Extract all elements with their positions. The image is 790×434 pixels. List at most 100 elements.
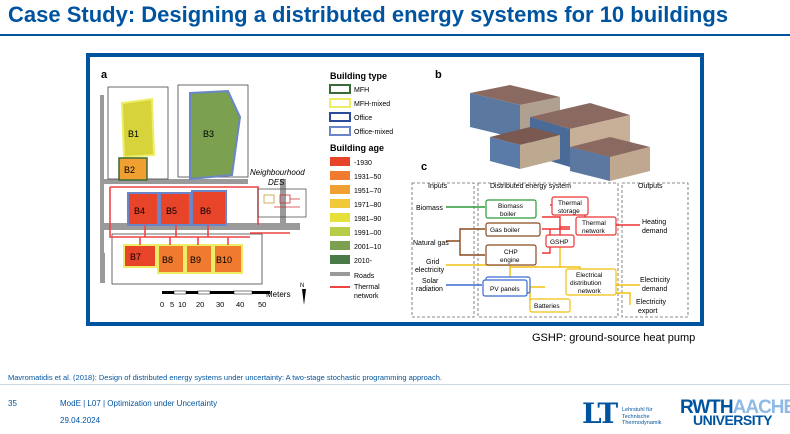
- svg-text:B10: B10: [216, 255, 232, 265]
- svg-text:B6: B6: [200, 206, 211, 216]
- svg-text:30: 30: [216, 300, 224, 309]
- flow-outputs-header: Outputs: [638, 183, 663, 190]
- building-b8[interactable]: B8: [157, 244, 185, 274]
- building-b4[interactable]: B4: [127, 192, 159, 226]
- svg-text:20: 20: [196, 300, 204, 309]
- legend-ages: -1930 1931–50 1951–70 1971–80 1981–90 19…: [330, 157, 381, 300]
- figure-caption: GSHP: ground-source heat pump: [532, 332, 696, 344]
- svg-text:10: 10: [178, 300, 186, 309]
- building-b10[interactable]: B10: [213, 244, 243, 274]
- flow-inputs: Biomass Natural gas Grid electricity Sol…: [413, 205, 449, 293]
- svg-text:Biomass: Biomass: [498, 203, 524, 210]
- building-b5[interactable]: B5: [159, 192, 191, 226]
- svg-text:B5: B5: [166, 206, 177, 216]
- svg-text:1991–00: 1991–00: [354, 230, 381, 237]
- building-3d-render: [470, 85, 650, 181]
- svg-text:40: 40: [236, 300, 244, 309]
- svg-text:1931–50: 1931–50: [354, 174, 381, 181]
- flow-system-header: Distributed energy system: [490, 183, 571, 190]
- svg-text:B7: B7: [130, 252, 141, 262]
- svg-text:GSHP: GSHP: [550, 239, 568, 246]
- svg-text:B1: B1: [128, 129, 139, 139]
- svg-text:B4: B4: [134, 206, 145, 216]
- svg-text:Electrical: Electrical: [576, 272, 603, 279]
- svg-text:2001–10: 2001–10: [354, 244, 381, 251]
- svg-text:Solar: Solar: [422, 278, 439, 285]
- svg-text:1971–80: 1971–80: [354, 202, 381, 209]
- svg-text:network: network: [578, 288, 602, 295]
- figure-svg: a B1 B2 B3 B4: [100, 69, 689, 318]
- box-pv-panels[interactable]: PV panels: [482, 276, 531, 297]
- legend-type-title: Building type: [330, 71, 387, 81]
- svg-text:Biomass: Biomass: [416, 205, 443, 212]
- des-diagram: [257, 188, 307, 218]
- svg-text:Gas boiler: Gas boiler: [490, 227, 520, 234]
- slide-title: Case Study: Designing a distributed ener…: [8, 2, 729, 27]
- svg-text:storage: storage: [558, 208, 580, 215]
- figure-frame: a B1 B2 B3 B4: [86, 53, 704, 326]
- svg-text:export: export: [638, 308, 658, 315]
- svg-text:MFH-mixed: MFH-mixed: [354, 101, 390, 108]
- building-b3[interactable]: B3: [189, 89, 242, 181]
- box-batteries[interactable]: Batteries: [529, 298, 571, 313]
- svg-text:0: 0: [160, 300, 164, 309]
- scale-bar: [162, 290, 270, 295]
- building-b6[interactable]: B6: [191, 190, 227, 226]
- page-number: 35: [8, 399, 17, 408]
- flow-outputs: Heating demand Electricity demand Electr…: [636, 219, 670, 315]
- box-thermal-storage[interactable]: Thermal storage: [551, 196, 589, 216]
- slide-date: 29.04.2024: [60, 416, 101, 425]
- course-label: ModE | L07 | Optimization under Uncertai…: [60, 399, 218, 408]
- svg-text:MFH: MFH: [354, 87, 369, 94]
- svg-text:Heating: Heating: [642, 219, 666, 226]
- svg-text:Thermal: Thermal: [558, 200, 582, 207]
- box-thermal-network[interactable]: Thermal network: [575, 216, 617, 236]
- svg-text:50: 50: [258, 300, 266, 309]
- svg-text:2010-: 2010-: [354, 258, 373, 265]
- building-b7[interactable]: B7: [123, 244, 157, 268]
- svg-text:boiler: boiler: [500, 211, 517, 218]
- svg-text:Electricity: Electricity: [636, 299, 666, 306]
- svg-text:engine: engine: [500, 257, 520, 264]
- svg-text:electricity: electricity: [415, 267, 445, 274]
- lt-logo-text: Lehrstuhl für Technische Thermodynamik: [622, 407, 662, 426]
- svg-text:demand: demand: [642, 228, 667, 235]
- svg-text:N: N: [300, 283, 304, 289]
- panel-c-label: c: [421, 161, 427, 173]
- des-label-1: Neighbourhood: [250, 168, 305, 177]
- north-arrow-icon: N: [300, 283, 306, 305]
- panel-b-label: b: [435, 69, 442, 81]
- svg-text:B8: B8: [162, 255, 173, 265]
- svg-text:B9: B9: [190, 255, 201, 265]
- panel-a-label: a: [101, 69, 108, 81]
- scale-ticks: 0 5 10 20 30 40 50: [160, 300, 266, 309]
- flow-frames: [411, 182, 689, 318]
- building-b9[interactable]: B9: [185, 244, 213, 274]
- box-biomass-boiler[interactable]: Biomass boiler: [485, 199, 537, 219]
- svg-text:B2: B2: [124, 165, 135, 175]
- svg-text:distribution: distribution: [570, 280, 602, 287]
- box-electrical-network[interactable]: Electrical distribution network: [565, 268, 617, 296]
- box-chp-engine[interactable]: CHP engine: [485, 244, 537, 266]
- svg-text:Natural gas: Natural gas: [413, 240, 449, 247]
- box-gas-boiler[interactable]: Gas boiler: [485, 222, 541, 237]
- svg-text:Roads: Roads: [354, 273, 375, 280]
- flow-inputs-header: Inputs: [428, 183, 448, 190]
- citation: Mavromatidis et al. (2018): Design of di…: [8, 373, 442, 382]
- svg-text:1951–70: 1951–70: [354, 188, 381, 195]
- box-gshp[interactable]: GSHP: [545, 234, 575, 248]
- svg-text:radiation: radiation: [416, 286, 443, 293]
- lt-logo: LT: [582, 397, 618, 430]
- svg-text:Thermal: Thermal: [354, 284, 380, 291]
- svg-text:Grid: Grid: [426, 259, 439, 266]
- svg-text:-1930: -1930: [354, 160, 372, 167]
- building-b1[interactable]: B1: [120, 97, 156, 159]
- svg-text:1981–90: 1981–90: [354, 216, 381, 223]
- building-b2[interactable]: B2: [118, 157, 148, 181]
- title-rule: [0, 34, 790, 36]
- svg-text:Thermal: Thermal: [582, 220, 606, 227]
- footer-rule: [0, 384, 790, 385]
- legend-types: MFH MFH-mixed Office Office-mixed: [329, 84, 393, 136]
- svg-text:network: network: [582, 228, 606, 235]
- svg-text:5: 5: [170, 300, 174, 309]
